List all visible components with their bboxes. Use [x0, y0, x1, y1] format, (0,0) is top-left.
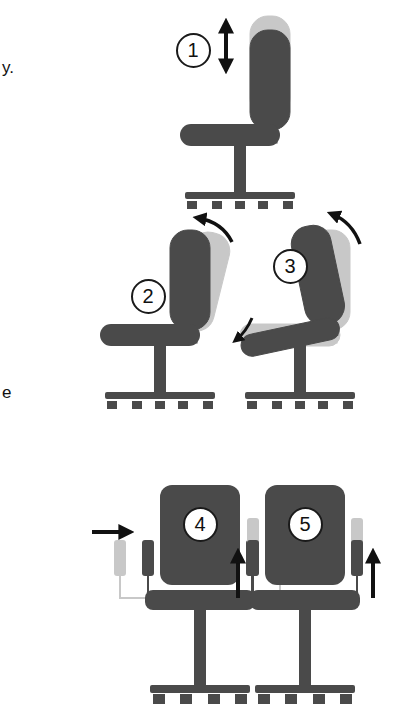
callout-number: 1	[187, 40, 198, 60]
cut-off-text: y.	[2, 58, 14, 78]
cut-off-text: e	[2, 383, 11, 403]
callout-circle: 5	[288, 507, 323, 542]
callout-circle: 3	[273, 249, 308, 284]
callout-circle: 2	[131, 279, 166, 314]
callout-circle: 1	[176, 33, 211, 68]
callout-number: 5	[299, 514, 310, 534]
callout-number: 4	[194, 514, 205, 534]
callout-number: 2	[142, 286, 153, 306]
callout-circle: 4	[183, 507, 218, 542]
callout-number: 3	[284, 256, 295, 276]
